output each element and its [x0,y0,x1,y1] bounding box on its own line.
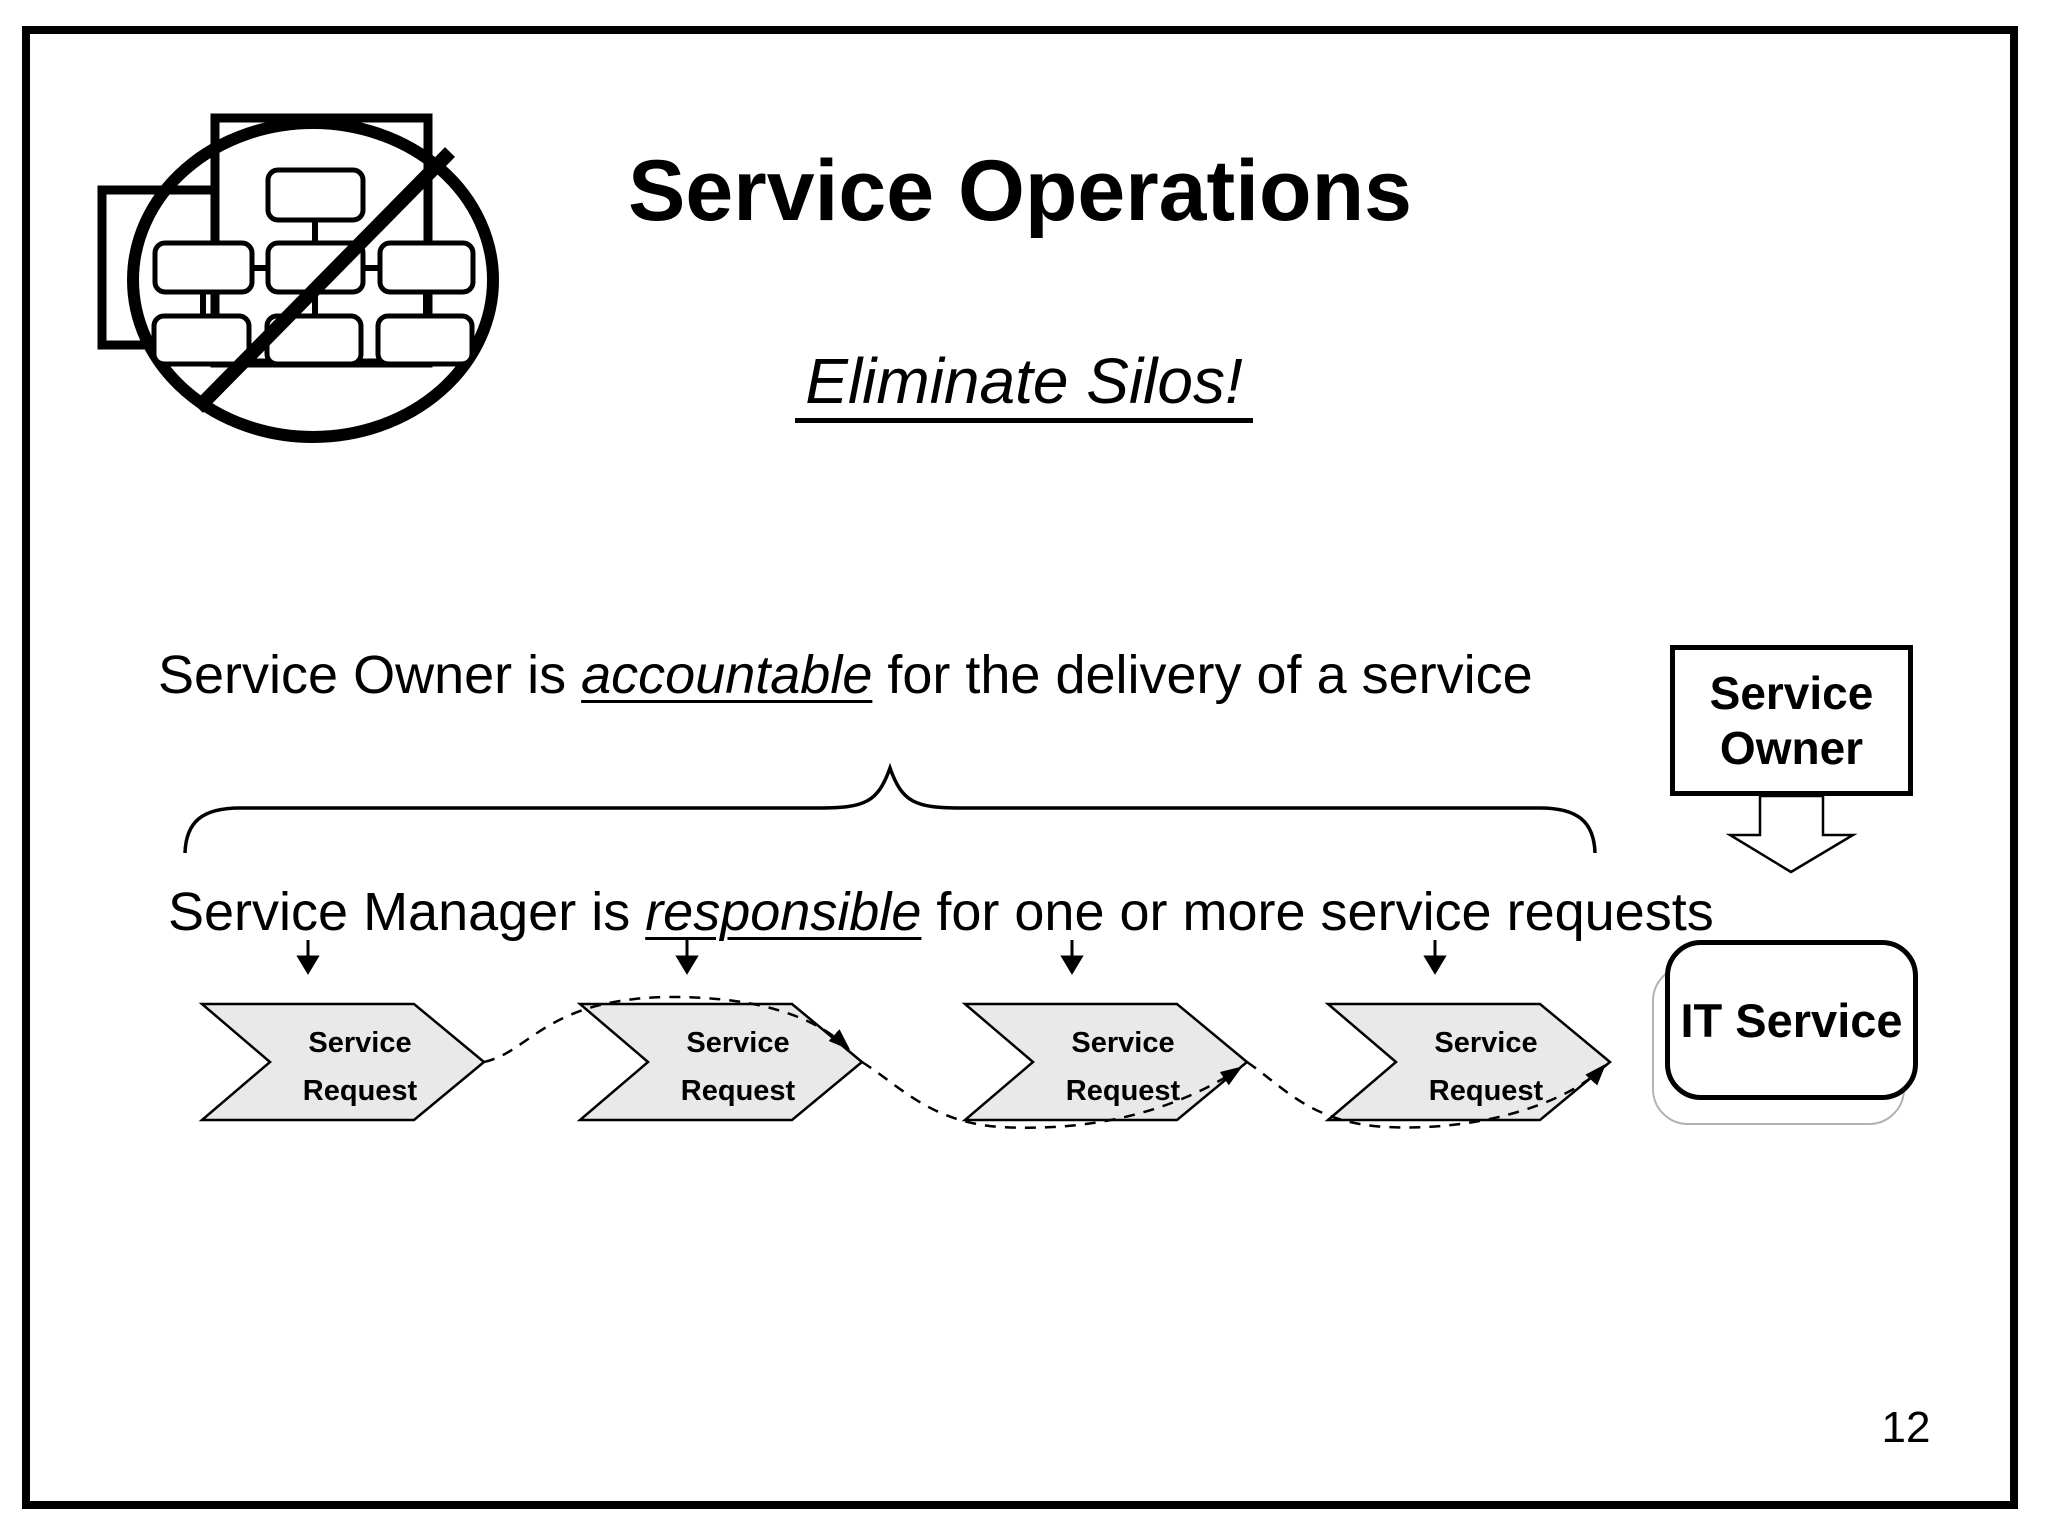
svg-text:Request: Request [1066,1075,1181,1107]
service-owner-box: Service Owner [1670,645,1913,796]
service-owner-line2: Owner [1719,721,1864,774]
manager-statement-keyword: responsible [645,882,922,942]
down-arrow [296,940,320,975]
owner-statement-suffix: for the delivery of a service [872,645,1533,705]
manager-statement-prefix: Service Manager is [168,882,646,942]
svg-text:Service: Service [686,1027,789,1059]
owner-statement-keyword: accountable [581,645,873,705]
service-owner-line1: Service [1709,667,1874,720]
svg-text:Request: Request [1429,1075,1544,1107]
page-subtitle: Eliminate Silos! [795,349,1253,423]
owner-statement: Service Owner is accountable for the del… [158,648,1533,702]
manager-statement-suffix: for one or more service requests [921,882,1714,942]
curly-brace-shape [183,762,1597,854]
down-arrow [675,940,699,975]
icon-orgchart-connectors [200,220,429,316]
page-title: Service Operations [628,143,1412,239]
service-request-flow-diagram: Service Request Service Request Service … [198,940,1612,1129]
down-arrow [1423,940,1447,975]
it-service-box: IT Service [1665,940,1918,1100]
icon-prohibition-ellipse [127,117,499,443]
owner-statement-prefix: Service Owner is [158,645,582,705]
svg-text:Request: Request [681,1075,796,1107]
svg-text:Service: Service [308,1027,411,1059]
no-org-chart-icon [97,113,499,443]
icon-prohibition-slash [193,147,455,413]
svg-text:Service: Service [1434,1027,1537,1059]
down-arrow [1060,940,1084,975]
icon-orgchart-boxes [151,167,476,367]
page-number: 12 [1881,1403,1931,1452]
dashed-flow-connector [483,995,1607,1129]
svg-text:Request: Request [303,1075,418,1107]
block-down-arrow [1725,794,1858,874]
page-subtitle-wrap: Eliminate Silos! [0,349,2048,423]
it-service-label: IT Service [1680,993,1903,1047]
service-request-chevron: Service Request [576,1002,864,1122]
manager-statement: Service Manager is responsible for one o… [168,885,1714,939]
service-request-chevron: Service Request [198,1002,486,1122]
slide-border-frame [22,26,2018,1509]
svg-text:Service: Service [1071,1027,1174,1059]
service-request-chevron: Service Request [1324,1002,1612,1122]
service-request-chevron: Service Request [961,1002,1249,1122]
